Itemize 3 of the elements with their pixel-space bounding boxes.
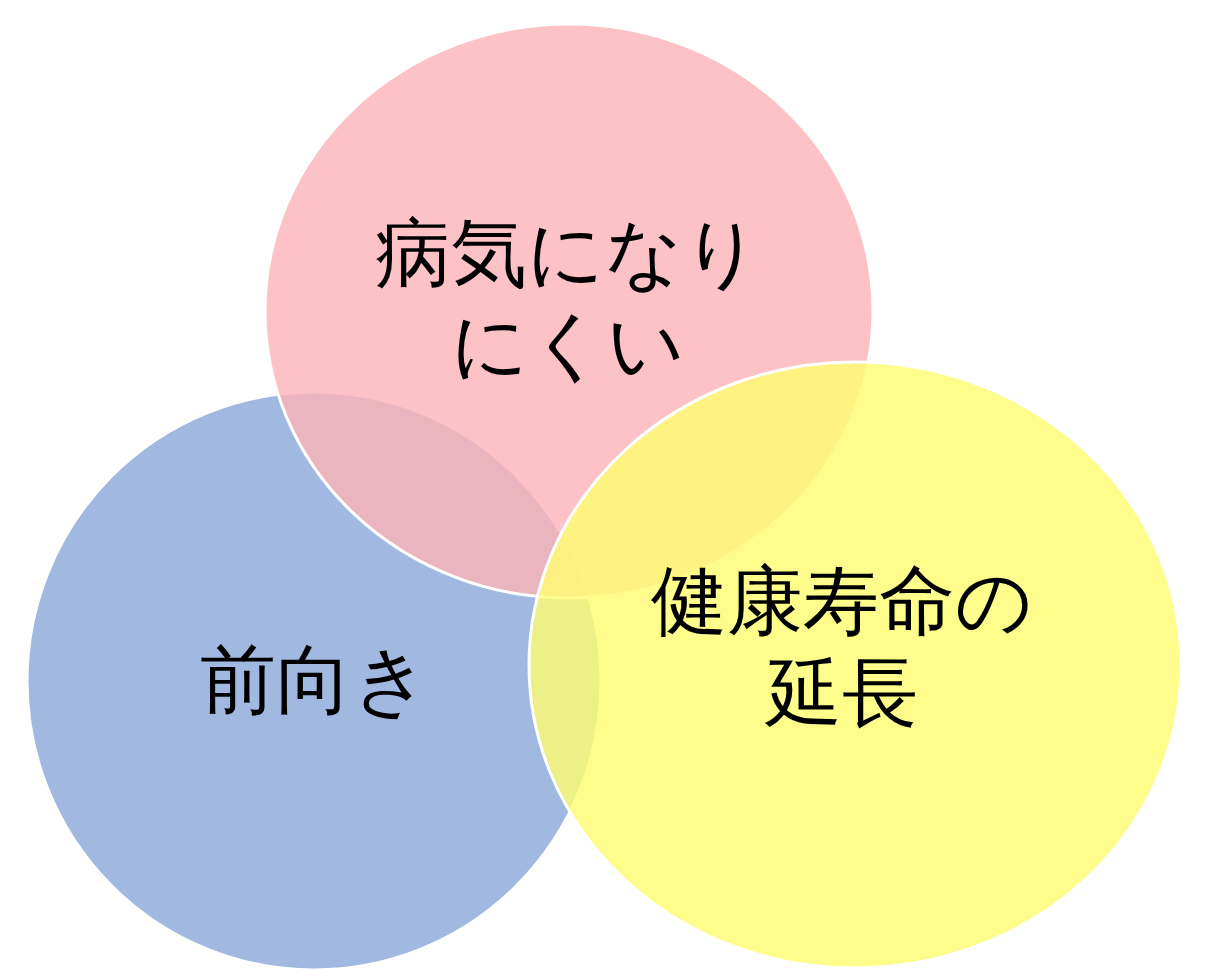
- circle-label: 前向き: [199, 634, 431, 726]
- circle-label: 健康寿命の延長: [650, 555, 1034, 739]
- circle-label: 病気になりにくい: [374, 207, 762, 391]
